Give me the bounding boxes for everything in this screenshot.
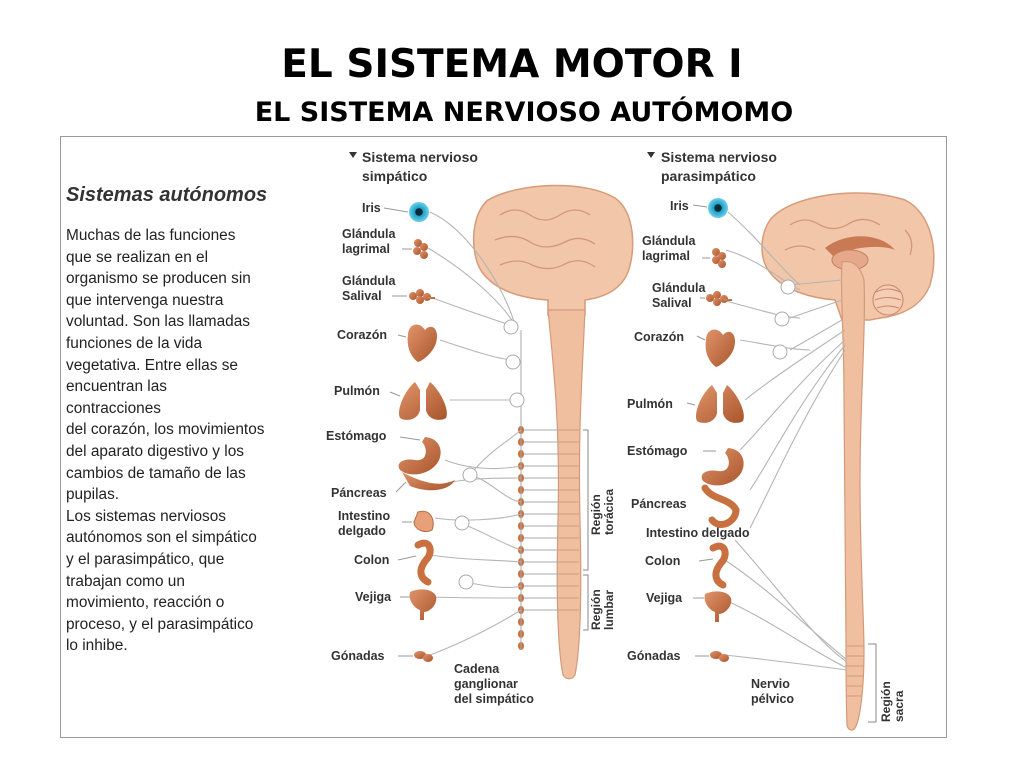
- eye-icon: [409, 202, 429, 222]
- para-label-colon: Colon: [645, 554, 680, 568]
- symp-label-iris: Iris: [362, 201, 381, 215]
- symp-header-line2: simpático: [362, 168, 427, 184]
- symp-label-salival-2: Salival: [342, 289, 382, 303]
- brain-left: [472, 184, 634, 316]
- spinal-cord-left: [547, 309, 586, 680]
- symp-header-line1: Sistema nervioso: [362, 149, 478, 165]
- colon-icon: [414, 539, 434, 586]
- page-title: EL SISTEMA MOTOR I: [281, 42, 743, 87]
- bladder-icon: [409, 589, 437, 620]
- triangle-icon: [647, 152, 655, 158]
- para-label-vejiga: Vejiga: [646, 591, 683, 605]
- region-lumbar-1: Región: [589, 589, 603, 630]
- symp-label-lagrimal-1: Glándula: [342, 227, 397, 241]
- symp-label-intestino-2: delgado: [338, 524, 386, 538]
- para-label-pancreas: Páncreas: [631, 497, 687, 511]
- gonads-icon: [710, 651, 729, 662]
- page-subtitle: EL SISTEMA NERVIOSO AUTÓMOMO: [254, 97, 794, 128]
- para-label-estomago: Estómago: [627, 444, 688, 458]
- heart-icon: [705, 329, 736, 367]
- triangle-icon: [349, 152, 357, 158]
- stomach-icon: [398, 437, 441, 475]
- para-label-intestino: Intestino delgado: [646, 526, 750, 540]
- gonads-icon: [414, 651, 433, 662]
- para-label-iris: Iris: [670, 199, 689, 213]
- symp-label-vejiga: Vejiga: [355, 590, 392, 604]
- para-label-lagrimal-2: lagrimal: [642, 249, 690, 263]
- lung-icon: [696, 385, 744, 423]
- region-toracica-2: torácica: [602, 489, 616, 535]
- symp-label-pancreas: Páncreas: [331, 486, 387, 500]
- lacrimal-gland-icon: [413, 239, 428, 259]
- stomach-icon: [701, 448, 744, 486]
- side-body-text: Muchas de las funciones que se realizan …: [66, 227, 265, 655]
- symp-label-cadena-2: ganglionar: [454, 677, 518, 691]
- symp-label-intestino-1: Intestino: [338, 509, 390, 523]
- salivary-gland-icon: [706, 291, 732, 306]
- para-label-nervio-2: pélvico: [751, 692, 794, 706]
- symp-label-cadena-3: del simpático: [454, 692, 534, 706]
- para-label-salival-1: Glándula: [652, 281, 707, 295]
- symp-label-colon: Colon: [354, 553, 389, 567]
- para-nerves: [721, 211, 848, 671]
- region-sacra-1: Región: [879, 681, 893, 722]
- para-header-line1: Sistema nervioso: [661, 149, 777, 165]
- heart-icon: [407, 324, 438, 362]
- parasympathetic-diagram: Sistema nervioso parasimpático: [627, 149, 935, 731]
- lacrimal-gland-icon: [712, 248, 726, 268]
- side-heading: Sistemas autónomos: [66, 184, 268, 206]
- region-sacra-2: sacra: [892, 690, 906, 722]
- eye-icon: [708, 198, 728, 218]
- region-toracica-1: Región: [589, 494, 603, 535]
- symp-label-gonadas: Gónadas: [331, 649, 385, 663]
- bladder-icon: [704, 591, 732, 622]
- lung-icon: [399, 382, 447, 420]
- para-label-gonadas: Gónadas: [627, 649, 681, 663]
- intestine-icon: [701, 484, 740, 528]
- pancreas-icon: [402, 472, 455, 491]
- sympathetic-diagram: Sistema nervioso simpático: [326, 149, 634, 706]
- para-header-line2: parasimpático: [661, 168, 756, 184]
- cerebellum: [872, 284, 904, 316]
- para-label-nervio-1: Nervio: [751, 677, 790, 691]
- colon-icon: [709, 542, 729, 589]
- symp-label-corazon: Corazón: [337, 328, 387, 342]
- symp-label-lagrimal-2: lagrimal: [342, 242, 390, 256]
- symp-label-pulmon: Pulmón: [334, 384, 380, 398]
- salivary-gland-icon: [409, 289, 435, 304]
- para-label-pulmon: Pulmón: [627, 397, 673, 411]
- symp-label-estomago: Estómago: [326, 429, 387, 443]
- para-label-corazon: Corazón: [634, 330, 684, 344]
- intestine-icon: [413, 510, 434, 533]
- region-lumbar-2: lumbar: [602, 590, 616, 630]
- symp-label-salival-1: Glándula: [342, 274, 397, 288]
- spinal-cord-right: [840, 260, 866, 731]
- symp-label-cadena-1: Cadena: [454, 662, 500, 676]
- para-label-lagrimal-1: Glándula: [642, 234, 697, 248]
- para-label-salival-2: Salival: [652, 296, 692, 310]
